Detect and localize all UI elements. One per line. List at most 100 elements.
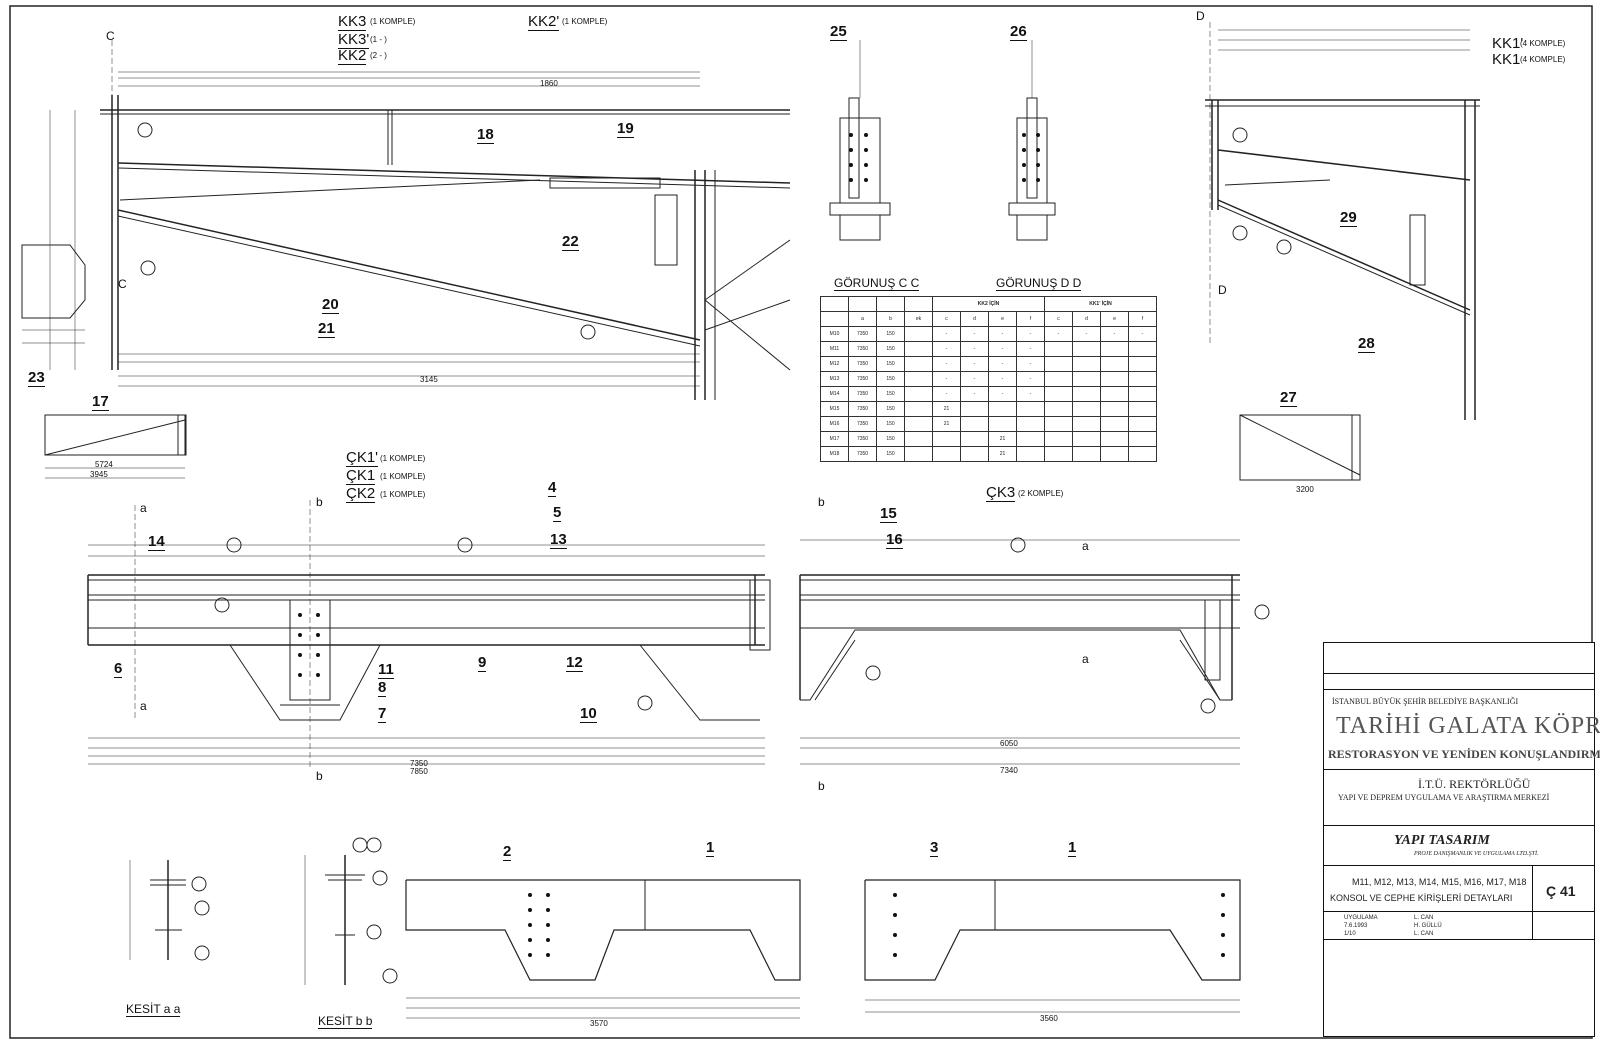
schedule-cell	[1128, 371, 1157, 387]
tb-center: YAPI VE DEPREM UYGULAMA VE ARAŞTIRMA MER…	[1338, 793, 1550, 802]
section-mark-d-top: D	[1196, 9, 1205, 23]
dim-3145: 3145	[420, 375, 438, 384]
section-mark-c-top: C	[106, 29, 115, 43]
schedule-cell	[1100, 371, 1129, 387]
schedule-cell: 7350	[848, 371, 877, 387]
schedule-cell: 7350	[848, 446, 877, 462]
schedule-cell	[1044, 386, 1073, 402]
part-8: 8	[378, 679, 387, 697]
schedule-cell: 7350	[848, 326, 877, 342]
schedule-cell	[960, 416, 989, 432]
ck1-note: (1 KOMPLE)	[380, 472, 426, 481]
kk1-title: KK1	[1492, 51, 1521, 68]
schedule-cell	[1016, 401, 1045, 417]
schedule-cell	[1100, 431, 1129, 447]
schedule-cell: M12	[820, 356, 849, 372]
tb-sheet-no: Ç 41	[1546, 883, 1576, 899]
part-10: 10	[580, 705, 597, 723]
schedule-cell: -	[1128, 326, 1157, 342]
dim-3560: 3560	[1040, 1014, 1058, 1023]
schedule-cell	[1072, 431, 1101, 447]
view-cc-title: GÖRUNUŞ C C	[834, 276, 920, 291]
schedule-cell: 150	[876, 371, 905, 387]
schedule-cell	[1044, 446, 1073, 462]
schedule-cell	[904, 356, 933, 372]
tb-checker: H. GÜLLÜ	[1414, 923, 1442, 929]
part-15: 15	[880, 505, 897, 523]
section-mark-b2: b	[316, 769, 323, 783]
schedule-cell	[960, 431, 989, 447]
part-1a: 1	[706, 839, 715, 857]
section-mark-b1: b	[316, 495, 323, 509]
schedule-cell	[1128, 401, 1157, 417]
ck1p-title: ÇK1'	[346, 449, 379, 467]
schedule-cell: -	[960, 386, 989, 402]
kk1-console-elevation	[1205, 22, 1480, 420]
schedule-group-kk1p: KK1' İÇİN	[1044, 296, 1157, 312]
schedule-cell: M14	[820, 386, 849, 402]
tb-drawer: L. CAN	[1414, 915, 1434, 921]
schedule-cell	[1128, 446, 1157, 462]
schedule-cell: M15	[820, 401, 849, 417]
section-aa	[129, 860, 186, 960]
tb-drawing-items: M11, M12, M13, M14, M15, M16, M17, M18	[1352, 877, 1527, 887]
schedule-cell: M11	[820, 341, 849, 357]
section-mark-b3: b	[818, 495, 825, 509]
part-22: 22	[562, 233, 579, 251]
section-mark-a4: a	[1082, 652, 1089, 666]
schedule-cell: M17	[820, 431, 849, 447]
schedule-cell: -	[932, 386, 961, 402]
tb-university: İ.T.Ü. REKTÖRLÜĞÜ	[1418, 777, 1531, 791]
schedule-cell	[1016, 431, 1045, 447]
kk2-title: KK2	[338, 47, 367, 65]
view-cc	[829, 40, 891, 241]
schedule-cell	[1128, 386, 1157, 402]
tb-date: 7.6.1993	[1344, 923, 1368, 929]
kk2p-note: (1 KOMPLE)	[562, 17, 608, 26]
schedule-cell: 7350	[848, 401, 877, 417]
schedule-cell: 150	[876, 386, 905, 402]
schedule-cell: 150	[876, 341, 905, 357]
plate-3-1-detail	[864, 879, 1241, 1013]
kk1p-note: (4 KOMPLE)	[1520, 39, 1566, 48]
schedule-cell	[1072, 386, 1101, 402]
schedule-group-kk2: KK2 İÇİN	[932, 296, 1045, 312]
schedule-cell: -	[988, 356, 1017, 372]
schedule-cell	[932, 446, 961, 462]
schedule-cell: -	[932, 341, 961, 357]
part-6: 6	[114, 660, 123, 678]
title-block: İSTANBUL BÜYÜK ŞEHİR BELEDİYE BAŞKANLIĞI…	[1323, 642, 1600, 1037]
schedule-cell	[904, 371, 933, 387]
schedule-cell	[1044, 401, 1073, 417]
kk3-note: (1 KOMPLE)	[370, 17, 416, 26]
tb-scale: 1/10	[1344, 931, 1356, 937]
part-1b: 1	[1068, 839, 1077, 857]
part-27: 27	[1280, 389, 1297, 407]
schedule-cell	[1128, 416, 1157, 432]
part-14: 14	[148, 533, 165, 551]
schedule-cell: -	[1044, 326, 1073, 342]
part-13: 13	[550, 531, 567, 549]
schedule-cell	[1128, 341, 1157, 357]
ck1p-note: (1 KOMPLE)	[380, 454, 426, 463]
schedule-cell: -	[1016, 341, 1045, 357]
schedule-cell	[1044, 371, 1073, 387]
kk3p-note: (1 - )	[370, 35, 387, 44]
schedule-cell: 150	[876, 356, 905, 372]
schedule-cell: M16	[820, 416, 849, 432]
part-25: 25	[830, 23, 847, 41]
plate-27-detail	[1239, 414, 1361, 481]
schedule-cell	[1072, 356, 1101, 372]
schedule-cell	[988, 401, 1017, 417]
kk2p-title: KK2'	[528, 13, 560, 31]
schedule-cell: -	[988, 326, 1017, 342]
schedule-cell	[904, 326, 933, 342]
